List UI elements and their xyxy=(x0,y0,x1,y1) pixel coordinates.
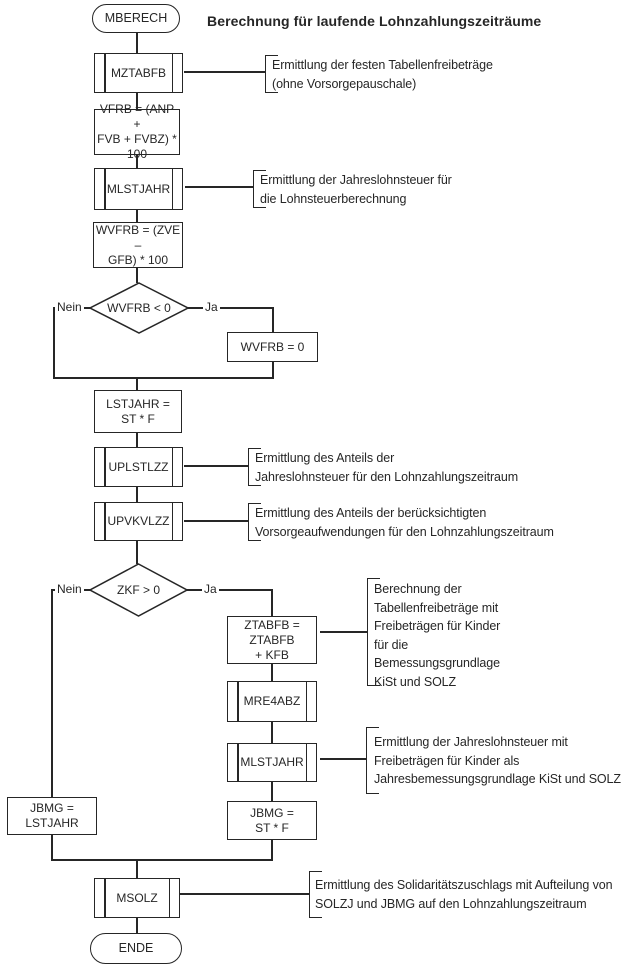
connector-line xyxy=(272,361,274,378)
terminal-ende: ENDE xyxy=(90,933,182,964)
annotation-bracket xyxy=(366,727,379,794)
subroutine-mztabfb: MZTABFB xyxy=(94,53,183,93)
annotation-mlstjahr-1: Ermittlung der Jahreslohnsteuer für die … xyxy=(260,173,452,206)
connector-line xyxy=(136,859,138,879)
decision-wvfrb-condition: WVFRB < 0 xyxy=(107,301,171,315)
connector-line xyxy=(136,267,138,283)
annotation-connector xyxy=(320,758,366,760)
subroutine-bar xyxy=(171,503,173,540)
branch-label-zkf-nein: Nein xyxy=(55,582,84,597)
subroutine-bar xyxy=(237,744,239,781)
connector-line xyxy=(271,589,273,617)
subroutine-bar xyxy=(305,744,307,781)
connector-line xyxy=(136,209,138,223)
branch-label-wvfrb-nein: Nein xyxy=(55,300,84,315)
subroutine-mlstjahr-1: MLSTJAHR xyxy=(94,168,183,210)
connector-line xyxy=(136,540,138,564)
annotation-bracket xyxy=(309,871,322,918)
process-wvfrb-zero: WVFRB = 0 xyxy=(227,332,318,362)
connector-line xyxy=(136,92,138,110)
annotation-connector xyxy=(185,186,253,188)
subroutine-bar xyxy=(168,879,170,917)
annotation-uplstlzz: Ermittlung des Anteils der Jahreslohnste… xyxy=(255,451,519,484)
subroutine-bar xyxy=(104,448,106,486)
connector-line xyxy=(187,589,273,591)
process-ztabfb: ZTABFB = ZTABFB + KFB xyxy=(227,616,317,664)
annotation-mztabfb: Ermittlung der festen Tabellenfreibeträg… xyxy=(272,58,493,91)
connector-line xyxy=(188,307,274,309)
annotation-connector xyxy=(184,520,248,522)
connector-line xyxy=(271,663,273,682)
connector-line xyxy=(51,834,53,860)
annotation-mlstjahr-2: Ermittlung der Jahreslohnsteuer mit Frei… xyxy=(374,735,621,786)
annotation-bracket xyxy=(265,55,278,93)
annotation-connector xyxy=(320,631,367,633)
subroutine-bar xyxy=(171,169,173,209)
connector-line xyxy=(271,781,273,802)
subroutine-bar xyxy=(104,169,106,209)
annotation-ztabfb: Berechnung der Tabellenfreibeträge mit F… xyxy=(374,582,501,689)
branch-label-zkf-ja: Ja xyxy=(202,582,219,597)
process-jbmg-lstjahr: JBMG = LSTJAHR xyxy=(7,797,97,835)
connector-line xyxy=(271,721,273,744)
decision-wvfrb-diamond xyxy=(89,282,189,334)
annotation-connector xyxy=(184,465,248,467)
subroutine-mlstjahr-2: MLSTJAHR xyxy=(227,743,317,782)
annotation-connector xyxy=(184,71,265,73)
process-vfrb: VFRB = (ANP + FVB + FVBZ) * 100 xyxy=(94,102,180,161)
subroutine-bar xyxy=(305,682,307,721)
annotation-msolz: Ermittlung des Solidaritätszuschlags mit… xyxy=(315,878,613,911)
subroutine-bar xyxy=(104,503,106,540)
process-jbmg-st-f: JBMG = ST * F xyxy=(227,801,317,840)
subroutine-bar xyxy=(171,54,173,92)
decision-zkf-diamond xyxy=(89,563,188,617)
subroutine-bar xyxy=(104,54,106,92)
connector-line xyxy=(136,486,138,503)
connector-line xyxy=(51,859,273,861)
connector-line xyxy=(136,432,138,448)
subroutine-msolz: MSOLZ xyxy=(94,878,180,918)
connector-line xyxy=(136,154,138,169)
annotation-bracket xyxy=(253,170,266,208)
connector-line xyxy=(136,32,138,54)
branch-label-wvfrb-ja: Ja xyxy=(203,300,220,315)
subroutine-upvkvlzz: UPVKVLZZ xyxy=(94,502,183,541)
subroutine-uplstlzz: UPLSTLZZ xyxy=(94,447,183,487)
connector-line xyxy=(136,917,138,934)
subroutine-bar xyxy=(104,879,106,917)
connector-line xyxy=(271,839,273,860)
connector-line xyxy=(53,307,55,378)
subroutine-mre4abz: MRE4ABZ xyxy=(227,681,317,722)
subroutine-bar xyxy=(171,448,173,486)
connector-line xyxy=(53,377,274,379)
page-title: Berechnung für laufende Lohnzahlungszeit… xyxy=(207,13,542,29)
annotation-upvkvlzz: Ermittlung des Anteils der berücksichtig… xyxy=(255,506,554,539)
annotation-bracket xyxy=(367,578,380,686)
subroutine-bar xyxy=(237,682,239,721)
annotation-bracket xyxy=(248,448,261,486)
annotation-connector xyxy=(179,893,309,895)
connector-line xyxy=(51,589,53,798)
connector-line xyxy=(272,307,274,333)
annotation-bracket xyxy=(248,503,261,541)
connector-line xyxy=(136,377,138,391)
terminal-mberech: MBERECH xyxy=(92,4,180,33)
decision-zkf-condition: ZKF > 0 xyxy=(116,583,160,597)
process-wvfrb-calc: WVFRB = (ZVE – GFB) * 100 xyxy=(93,222,183,268)
process-lstjahr: LSTJAHR = ST * F xyxy=(94,390,182,433)
